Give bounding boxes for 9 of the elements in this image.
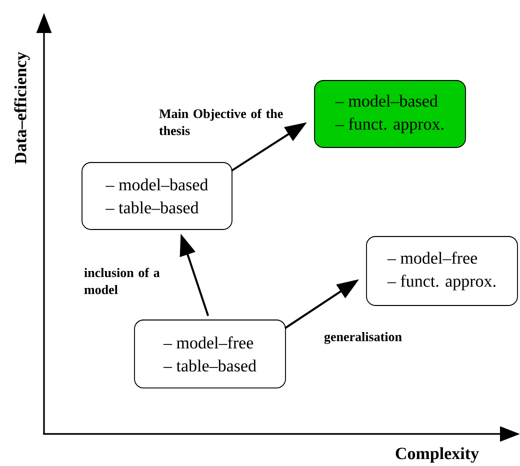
- axis-label: Data–efficiency: [14, 52, 30, 164]
- list-box: – model–based – funct. approx.: [314, 80, 466, 148]
- edge-label: inclusion of a model: [84, 268, 160, 294]
- edge-label: generalisation: [324, 332, 402, 344]
- list-box: – model–free – table–based: [134, 320, 286, 388]
- list-box: – model–free – funct. approx.: [366, 236, 518, 306]
- edge-label: Main Objective of the thesis: [159, 108, 283, 136]
- axis-label: Complexity: [396, 447, 479, 463]
- list-box: – model–based – table–based: [82, 162, 232, 230]
